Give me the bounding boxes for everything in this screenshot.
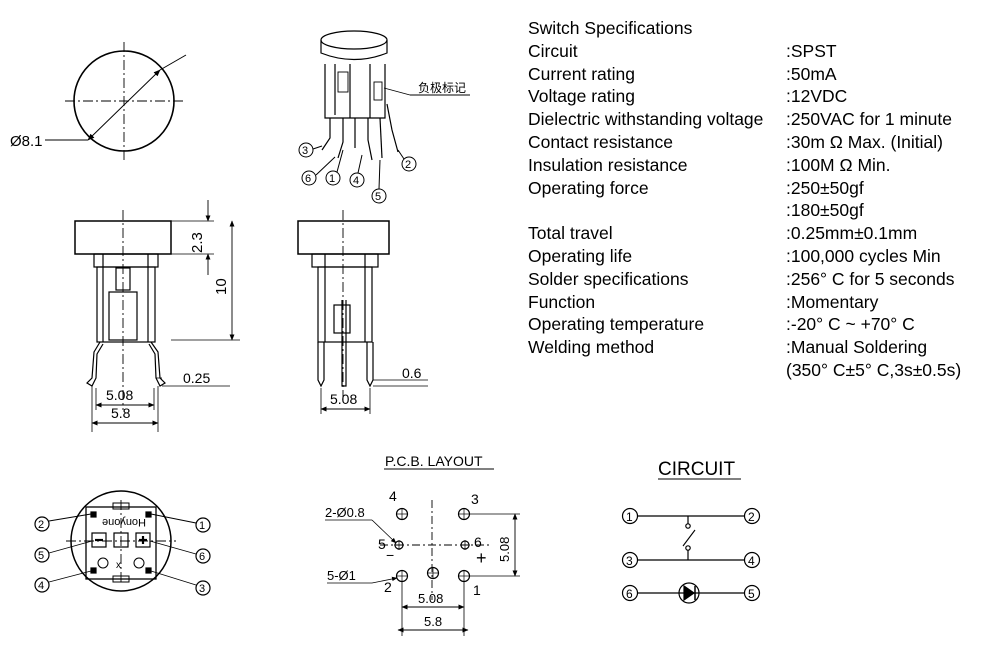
pcb-pin-4: 4 xyxy=(389,488,397,504)
spec-value: :-20° C ~ +70° C xyxy=(786,314,915,335)
circuit-pin-4: 4 xyxy=(748,554,755,568)
isometric-view: 负极标记 3 6 1 4 5 2 xyxy=(298,30,470,204)
circuit-pin-5: 5 xyxy=(748,587,755,601)
iso-pin-4: 4 xyxy=(353,175,359,187)
front-view: 2.3 10 0.25 5.08 5.8 xyxy=(74,200,240,432)
pcb-minus-mark: − xyxy=(386,547,394,563)
pcb-dim-inner: 5.08 xyxy=(418,591,443,606)
spec-value: :50mA xyxy=(786,63,837,84)
dim-total-height: 10 xyxy=(213,278,230,295)
spec-label: Welding method xyxy=(528,337,655,358)
spec-value: :100,000 cycles Min xyxy=(786,245,941,266)
pcb-layout: P.C.B. LAYOUT 4 3 5 6 2 1 + − 2-Ø0.8 5-Ø… xyxy=(325,453,520,636)
dim-front-inner: 5.08 xyxy=(106,387,133,403)
pcb-dim-outer: 5.8 xyxy=(424,614,442,629)
spec-label: Operating life xyxy=(528,245,633,266)
spec-value: :250±50gf xyxy=(786,177,864,198)
spec-title: Switch Specifications xyxy=(528,18,693,38)
spec-label: Solder specifications xyxy=(528,268,689,289)
spec-value: :0.25mm±0.1mm xyxy=(786,223,918,244)
circuit-pin-1: 1 xyxy=(626,510,633,524)
pcb-pin-1: 1 xyxy=(473,582,481,598)
spec-label: Current rating xyxy=(528,63,635,84)
spec-label: Voltage rating xyxy=(528,86,636,107)
dim-side-inner: 5.08 xyxy=(330,391,357,407)
spec-label: Contact resistance xyxy=(528,131,673,152)
iso-pin-1: 1 xyxy=(329,173,335,185)
pcb-pin-3: 3 xyxy=(471,491,479,507)
bottom-x-mark: x xyxy=(116,560,121,571)
spec-value: :SPST xyxy=(786,40,837,61)
spec-label: Function xyxy=(528,291,596,312)
dim-front-pin: 0.25 xyxy=(183,370,210,386)
top-view: Ø8.1 xyxy=(10,42,187,160)
side-view: 0.6 5.08 xyxy=(297,210,428,414)
pcb-dim-vertical: 5.08 xyxy=(497,537,512,562)
spec-label: Operating temperature xyxy=(528,314,705,335)
dim-side-pin: 0.6 xyxy=(402,365,422,381)
circuit-pin-3: 3 xyxy=(626,554,633,568)
dim-cap-height: 2.3 xyxy=(189,232,206,253)
pcb-title: P.C.B. LAYOUT xyxy=(385,453,483,469)
spec-label: Total travel xyxy=(528,223,613,244)
pcb-plus-mark: + xyxy=(476,548,487,568)
iso-pin-2: 2 xyxy=(405,159,411,171)
spec-value: :Momentary xyxy=(786,291,879,312)
spec-value: :100M Ω Min. xyxy=(786,154,891,175)
negative-mark-label: 负极标记 xyxy=(418,81,466,95)
pcb-pin-5: 5 xyxy=(378,536,386,552)
bottom-pin-3: 3 xyxy=(199,583,205,595)
bottom-view: x Honyone 2 5 4 1 6 3 xyxy=(34,490,211,596)
spec-label: Circuit xyxy=(528,40,578,61)
bottom-pin-6: 6 xyxy=(199,551,205,563)
iso-pin-3: 3 xyxy=(302,145,308,157)
bottom-pin-1: 1 xyxy=(199,520,205,532)
pcb-pin-6: 6 xyxy=(474,534,482,550)
circuit-title: CIRCUIT xyxy=(658,459,735,480)
spec-value: :30m Ω Max. (Initial) xyxy=(786,131,944,152)
circuit-pin-2: 2 xyxy=(748,510,755,524)
spec-value: :250VAC for 1 minute xyxy=(786,109,953,130)
top-view-diameter-label: Ø8.1 xyxy=(10,133,43,150)
spec-value: :Manual Soldering xyxy=(786,337,928,358)
spec-value: :12VDC xyxy=(786,86,848,107)
bottom-pin-4: 4 xyxy=(38,580,44,592)
spec-value: :256° C for 5 seconds xyxy=(786,268,955,289)
spec-label: Operating force xyxy=(528,177,649,198)
circuit-pin-6: 6 xyxy=(626,587,633,601)
pcb-hole-small-label: 2-Ø0.8 xyxy=(325,505,365,520)
iso-pin-6: 6 xyxy=(305,173,311,185)
circuit-diagram: CIRCUIT 1 2 3 4 6 5 xyxy=(621,459,761,604)
bottom-pin-5: 5 xyxy=(38,550,44,562)
bottom-brand-label: Honyone xyxy=(102,516,146,528)
iso-pin-5: 5 xyxy=(375,191,381,203)
pcb-pin-2: 2 xyxy=(384,579,392,595)
spec-label: Dielectric withstanding voltage xyxy=(528,109,764,130)
pcb-hole-large-label: 5-Ø1 xyxy=(327,568,356,583)
dim-front-outer: 5.8 xyxy=(111,405,131,421)
spec-value: (350° C±5° C,3s±0.5s) xyxy=(786,359,962,380)
spec-label: Insulation resistance xyxy=(528,154,688,175)
bottom-pin-2: 2 xyxy=(38,519,44,531)
led-icon xyxy=(678,582,700,604)
spec-value: :180±50gf xyxy=(786,200,864,221)
